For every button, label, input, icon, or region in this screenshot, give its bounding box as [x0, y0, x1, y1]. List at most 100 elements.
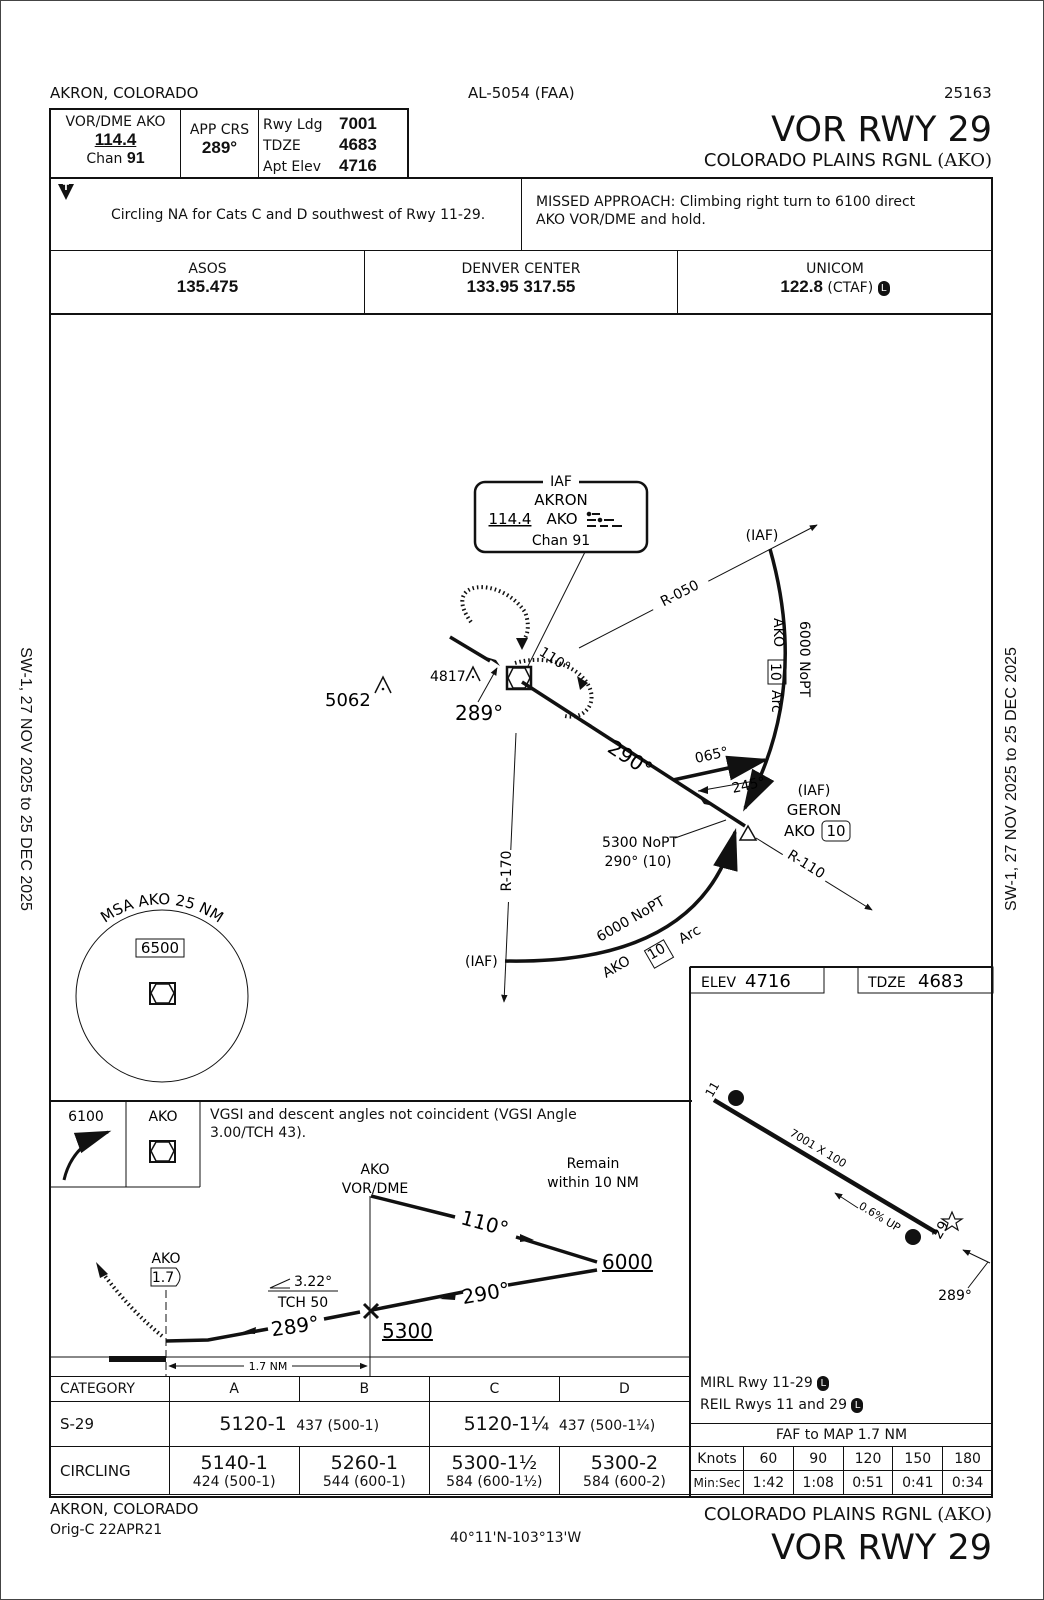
profile-arrow [440, 1292, 456, 1300]
label-hold-110: 110° [536, 644, 573, 676]
map-dme: 1.7 [152, 1270, 174, 1286]
profile-fix-name: AKO [360, 1162, 389, 1178]
missed-approach-cell: MISSED APPROACH: Climbing right turn to … [522, 179, 992, 251]
comm-label: UNICOM [806, 261, 864, 277]
label-r170: R-170 [499, 851, 515, 892]
runway-slope: 0.6% UP [856, 1199, 903, 1234]
app-crs-value: 289° [201, 138, 238, 157]
runway-11-29 [712, 1098, 939, 1235]
airport-id: (AKO) [937, 150, 992, 171]
angle-icon [269, 1278, 291, 1289]
row-label: S-29 [49, 1401, 170, 1447]
app-crs-label: APP CRS [189, 122, 250, 138]
feeder-245 [697, 778, 767, 792]
app-crs-cell: APP CRS 289° [181, 110, 259, 178]
comm-center: DENVER CENTER 133.95 317.55 [365, 251, 678, 313]
ad-tdze-label: TDZE [867, 975, 906, 991]
nopt-crs: 290° (10) [605, 854, 672, 870]
feeder-arrow [698, 786, 708, 794]
holding-pattern-se [514, 657, 594, 719]
label-iaf-sw: (IAF) [465, 954, 498, 970]
navaid-role: IAF [550, 474, 572, 490]
col-d: D [558, 1376, 691, 1402]
navaid-chan: Chan 91 [532, 533, 590, 549]
comm-freq: 135.475 [176, 277, 239, 296]
comm-label: DENVER CENTER [461, 261, 581, 277]
lighting-item: MIRL Rwy 11-29 L [700, 1372, 863, 1394]
profile-fix-type: VOR/DME [342, 1181, 409, 1197]
final-crs-arrow [962, 1249, 991, 1264]
profile-outbound [370, 1194, 456, 1219]
missed-climb-icon [62, 1130, 112, 1181]
geron-name: GERON [787, 801, 842, 819]
holding-pattern-nw [460, 585, 530, 644]
footer-amendment: Orig-C 22APR21 [50, 1522, 163, 1538]
missed-approach-text: MISSED APPROACH: Climbing right turn to … [536, 194, 916, 228]
msa-alt-box [135, 938, 185, 958]
label-290: 290° [603, 735, 656, 781]
navaid-name: AKRON [534, 491, 588, 509]
msa-vordme-icon [149, 982, 176, 1005]
alternate-symbol: T [62, 183, 70, 193]
leader-289 [477, 667, 498, 703]
footer-airport-id: (AKO) [937, 1504, 992, 1525]
footer-airport: COLORADO PLAINS RGNL [703, 1504, 932, 1525]
elev-box [689, 966, 825, 994]
label-065: 065° [694, 744, 730, 767]
tdze-box [857, 966, 994, 994]
footer-location: AKRON, COLORADO [50, 1500, 199, 1518]
time-value: 0:34 [942, 1470, 993, 1495]
apt-elev-value: 4716 [339, 156, 377, 175]
profile-arrow [240, 1327, 256, 1334]
navaid-ident: AKO [546, 510, 577, 528]
footer-title: VOR RWY 29 [771, 1528, 992, 1568]
timing-table: Knots 60 90 120 150 180 Min:Sec 1:42 1:0… [690, 1446, 993, 1495]
arc-sw-alt: 6000 NoPT [594, 893, 668, 945]
tdze-value: 4683 [339, 135, 377, 154]
gs-angle: 3.22° [294, 1274, 332, 1290]
col-c: C [428, 1376, 560, 1402]
arc-ne-suffix: Arc [768, 690, 784, 713]
profile-outbound [515, 1235, 598, 1264]
chan-label: Chan [86, 151, 123, 167]
arc-ne-dme: 10 [767, 663, 783, 681]
pilot-controlled-lighting-icon: L [851, 1397, 864, 1413]
notes-text: Circling NA for Cats C and D southwest o… [111, 207, 486, 223]
final-crs-leader [967, 1261, 989, 1289]
hold-arrow [577, 676, 588, 690]
tdze-label: TDZE [263, 138, 301, 154]
label-245: 245° [731, 774, 767, 797]
rwy-ldg-label: Rwy Ldg [263, 117, 323, 133]
airport-name-line: COLORADO PLAINS RGNL (AKO) [704, 150, 992, 171]
dme-box-icon [821, 820, 851, 842]
hold-arrow [516, 638, 528, 650]
profile-tch: TCH 50 [277, 1295, 328, 1311]
obstacle-icon [374, 675, 392, 694]
missed-vordme-icon [149, 1140, 176, 1163]
papi-icon [728, 1090, 744, 1106]
map-ref: AKO [151, 1251, 180, 1267]
slope-arrow [834, 1192, 859, 1209]
knots-value: 120 [842, 1446, 894, 1471]
procedure-title: VOR RWY 29 [771, 110, 992, 150]
ad-tdze-value: 4683 [918, 971, 964, 992]
profile-faf-alt: 5300 [382, 1319, 433, 1343]
profile-remain-1: Remain [567, 1156, 620, 1172]
comm-unicom: UNICOM 122.8 (CTAF) L [678, 251, 992, 313]
airport-name: COLORADO PLAINS RGNL [703, 150, 932, 171]
row-label: CIRCLING [49, 1446, 170, 1495]
morse-code-icon [586, 511, 622, 527]
nav-label: VOR/DME AKO [65, 114, 166, 130]
briefing-strip: VOR/DME AKO 114.4 Chan 91 APP CRS 289° R… [49, 108, 409, 178]
knots-value: 150 [892, 1446, 944, 1471]
knots-value: 90 [792, 1446, 844, 1471]
rwy-11-label: 11 [702, 1079, 722, 1099]
dme-box-icon [643, 939, 675, 969]
lighting-item: REIL Rwys 11 and 29 L [700, 1394, 864, 1416]
col-category: CATEGORY [49, 1376, 170, 1402]
comm-freq: 122.8 [780, 277, 823, 296]
profile-inbound-label: 290° [460, 1277, 512, 1309]
